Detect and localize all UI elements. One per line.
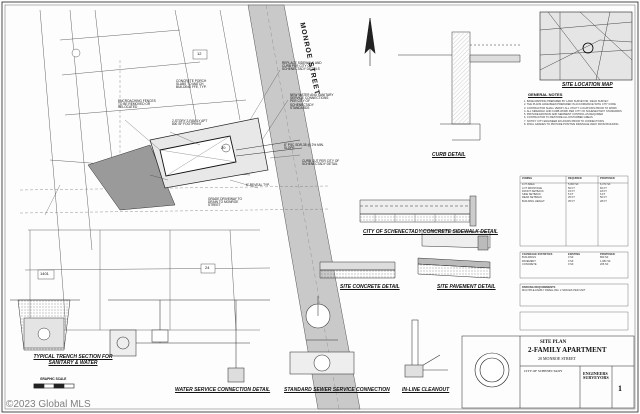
lot-number: 24 (205, 265, 210, 270)
table-row: CONCRETE 0 SF 206 SF (522, 263, 628, 266)
table-cell: 0 SF (568, 259, 574, 263)
table-cell: 0 SF (568, 262, 574, 266)
plan-note: 6" REVEAL TYP. (246, 183, 270, 187)
table-cell: 15 FT (568, 189, 575, 193)
table-title: ZONING (522, 177, 533, 180)
list-item: 7. NOTIFY CITY ENGINEER 48 HOURS PRIOR T… (524, 119, 604, 123)
cleanout-detail-title: IN-LINE CLEANOUT (402, 387, 450, 393)
graphic-scale-label: GRAPHIC SCALE (40, 377, 67, 381)
table-cell: 206 SF (600, 262, 609, 266)
plan-note: CONCRETE PORCH SLABS TO MATCH BUILDING F… (176, 79, 207, 90)
table-cell: 800 SF (600, 256, 609, 260)
table-cell: 60 FT (600, 186, 607, 190)
list-item: 8. FINAL GRADES TO PROVIDE POSITIVE DRAI… (524, 123, 619, 127)
plan-note: 6" PVC SDR-35 @ 2% MIN. SLOPE (284, 143, 324, 151)
plan-note: NEW WATER AND SANITARY SERVICE CONNECTIO… (290, 93, 334, 110)
table-row: REAR SETBACK 25 FT 56 FT (522, 196, 628, 199)
table-cell: BUILDING HEIGHT (522, 199, 545, 203)
column-header: EXISTING (568, 253, 581, 256)
general-notes-title: GENERAL NOTES (528, 92, 563, 97)
table-cell: LOT FRONTAGE (522, 186, 542, 190)
table-cell: CONCRETE (522, 262, 537, 266)
site-pavement-detail-title: SITE PAVEMENT DETAIL (437, 284, 496, 290)
sewer-service-detail-title: STANDARD SEWER SERVICE CONNECTION (284, 387, 390, 393)
table-cell: 6 FT (600, 193, 606, 197)
table-cell: 5 FT (568, 193, 574, 197)
table-cell: 5,000 SF (568, 183, 579, 187)
plan-note: CURB CUT PER CITY OF SCHENECTADY DETAIL (302, 159, 340, 167)
table-cell: 25 FT (568, 196, 575, 200)
column-header: PROPOSED (600, 253, 615, 256)
table-cell: 0 SF (568, 256, 574, 260)
table-cell: MULTIPLE-FAMILY DWELLING: 2 SPACES PER U… (522, 289, 586, 293)
list-item: 6. CONTRACTOR TO RESTORE ALL DISTURBED A… (524, 116, 593, 120)
parking-table: PARKING REQUIREMENTS MULTIPLE-FAMILY DWE… (522, 286, 628, 293)
table-cell: PAVEMENT (522, 259, 536, 263)
plan-note: 2-STORY 2-FAMILY APT 800 SF FOOTPRINT (172, 119, 208, 127)
list-item: 1. BASE MAPPING PREPARED BY LAND SURVEYO… (524, 100, 609, 103)
table-row: FRONT SETBACK 15 FT 18 FT (522, 190, 628, 193)
table-row: SIDE SETBACK 5 FT 6 FT (522, 193, 628, 196)
column-header: REQUIRED (568, 177, 582, 180)
table-cell: 28 FT (600, 199, 607, 203)
table-title: COVERAGE STATISTICS (522, 253, 553, 256)
project-title: 2-FAMILY APARTMENT (528, 346, 607, 354)
table-row: COVERAGE STATISTICS EXISTING PROPOSED (522, 253, 628, 256)
site-location-map-title: SITE LOCATION MAP (562, 82, 613, 88)
table-cell: 56 FT (600, 196, 607, 200)
plan-note: ENCROACHING FENCES TO BE REMOVED OR RELO… (118, 99, 156, 110)
table-row: PAVEMENT 0 SF 1,084 SF (522, 260, 628, 263)
coverage-table: COVERAGE STATISTICS EXISTING PROPOSED BU… (522, 253, 628, 266)
table-title: PARKING REQUIREMENTS (522, 286, 556, 289)
trench-section-title: TYPICAL TRENCH SECTION FOR SANITARY & WA… (33, 354, 113, 366)
table-cell: BUILDINGS (522, 256, 536, 260)
lot-number: 20 (221, 145, 226, 150)
sheet-title: SITE PLAN (540, 340, 567, 345)
table-row: BUILDINGS 0 SF 800 SF (522, 256, 628, 259)
table-cell: FRONT SETBACK (522, 189, 544, 193)
watermark-text: ©2023 Global MLS (6, 399, 91, 410)
general-notes-list: 1. BASE MAPPING PREPARED BY LAND SURVEYO… (524, 100, 630, 126)
list-item: 5. PROVIDE EROSION AND SEDIMENT CONTROL … (524, 113, 604, 117)
table-cell: 6,374 SF (600, 183, 611, 187)
curb-detail-title: CURB DETAIL (432, 152, 466, 158)
table-cell: SIDE SETBACK (522, 193, 541, 197)
table-cell: 35 FT (568, 199, 575, 203)
zoning-table: ZONING REQUIRED PROPOSED LOT AREA 5,000 S… (522, 177, 628, 203)
list-item: 2. THE PLANS HAVE BEEN PREPARED IN ACCOR… (524, 103, 616, 107)
project-address: 20 MONROE STREET (538, 356, 576, 361)
plan-note: REPLACE SIDEWALK AND CURB PER CITY OF SC… (282, 61, 322, 72)
table-cell: 18 FT (600, 189, 607, 193)
lot-number: 1401 (40, 271, 49, 276)
table-cell: LOT AREA (522, 183, 535, 187)
lot-number: 12 (197, 51, 202, 56)
table-row: ZONING REQUIRED PROPOSED (522, 177, 628, 180)
table-cell: REAR SETBACK (522, 196, 543, 200)
water-service-detail-title: WATER SERVICE CONNECTION DETAIL (175, 387, 271, 393)
table-row: BUILDING HEIGHT 35 FT 28 FT (522, 200, 628, 203)
table-row: LOT AREA 5,000 SF 6,374 SF (522, 183, 628, 186)
plan-note: GRADE DRIVEWAY TO DRAIN TO MONROE STREET (208, 197, 243, 208)
table-row: LOT FRONTAGE 50 FT 60 FT (522, 187, 628, 190)
column-header: PROPOSED (600, 177, 615, 180)
table-cell: 1,084 SF (600, 259, 611, 263)
list-item: 4. ALL SIDEWALK AND CURB WORK PER CITY O… (524, 109, 622, 113)
project-city: CITY OF SCHENECTADY (524, 369, 563, 373)
sidewalk-detail-title: CITY OF SCHENECTADY CONCRETE SIDEWALK DE… (363, 229, 498, 235)
list-item: 3. CONTRACTOR SHALL VERIFY ALL UTILITY L… (524, 106, 617, 110)
site-concrete-detail-title: SITE CONCRETE DETAIL (340, 284, 400, 290)
sheet-number: 1 (618, 384, 622, 393)
firm-name: ENGINEERS SURVEYORS (583, 371, 609, 381)
table-cell: 50 FT (568, 186, 575, 190)
